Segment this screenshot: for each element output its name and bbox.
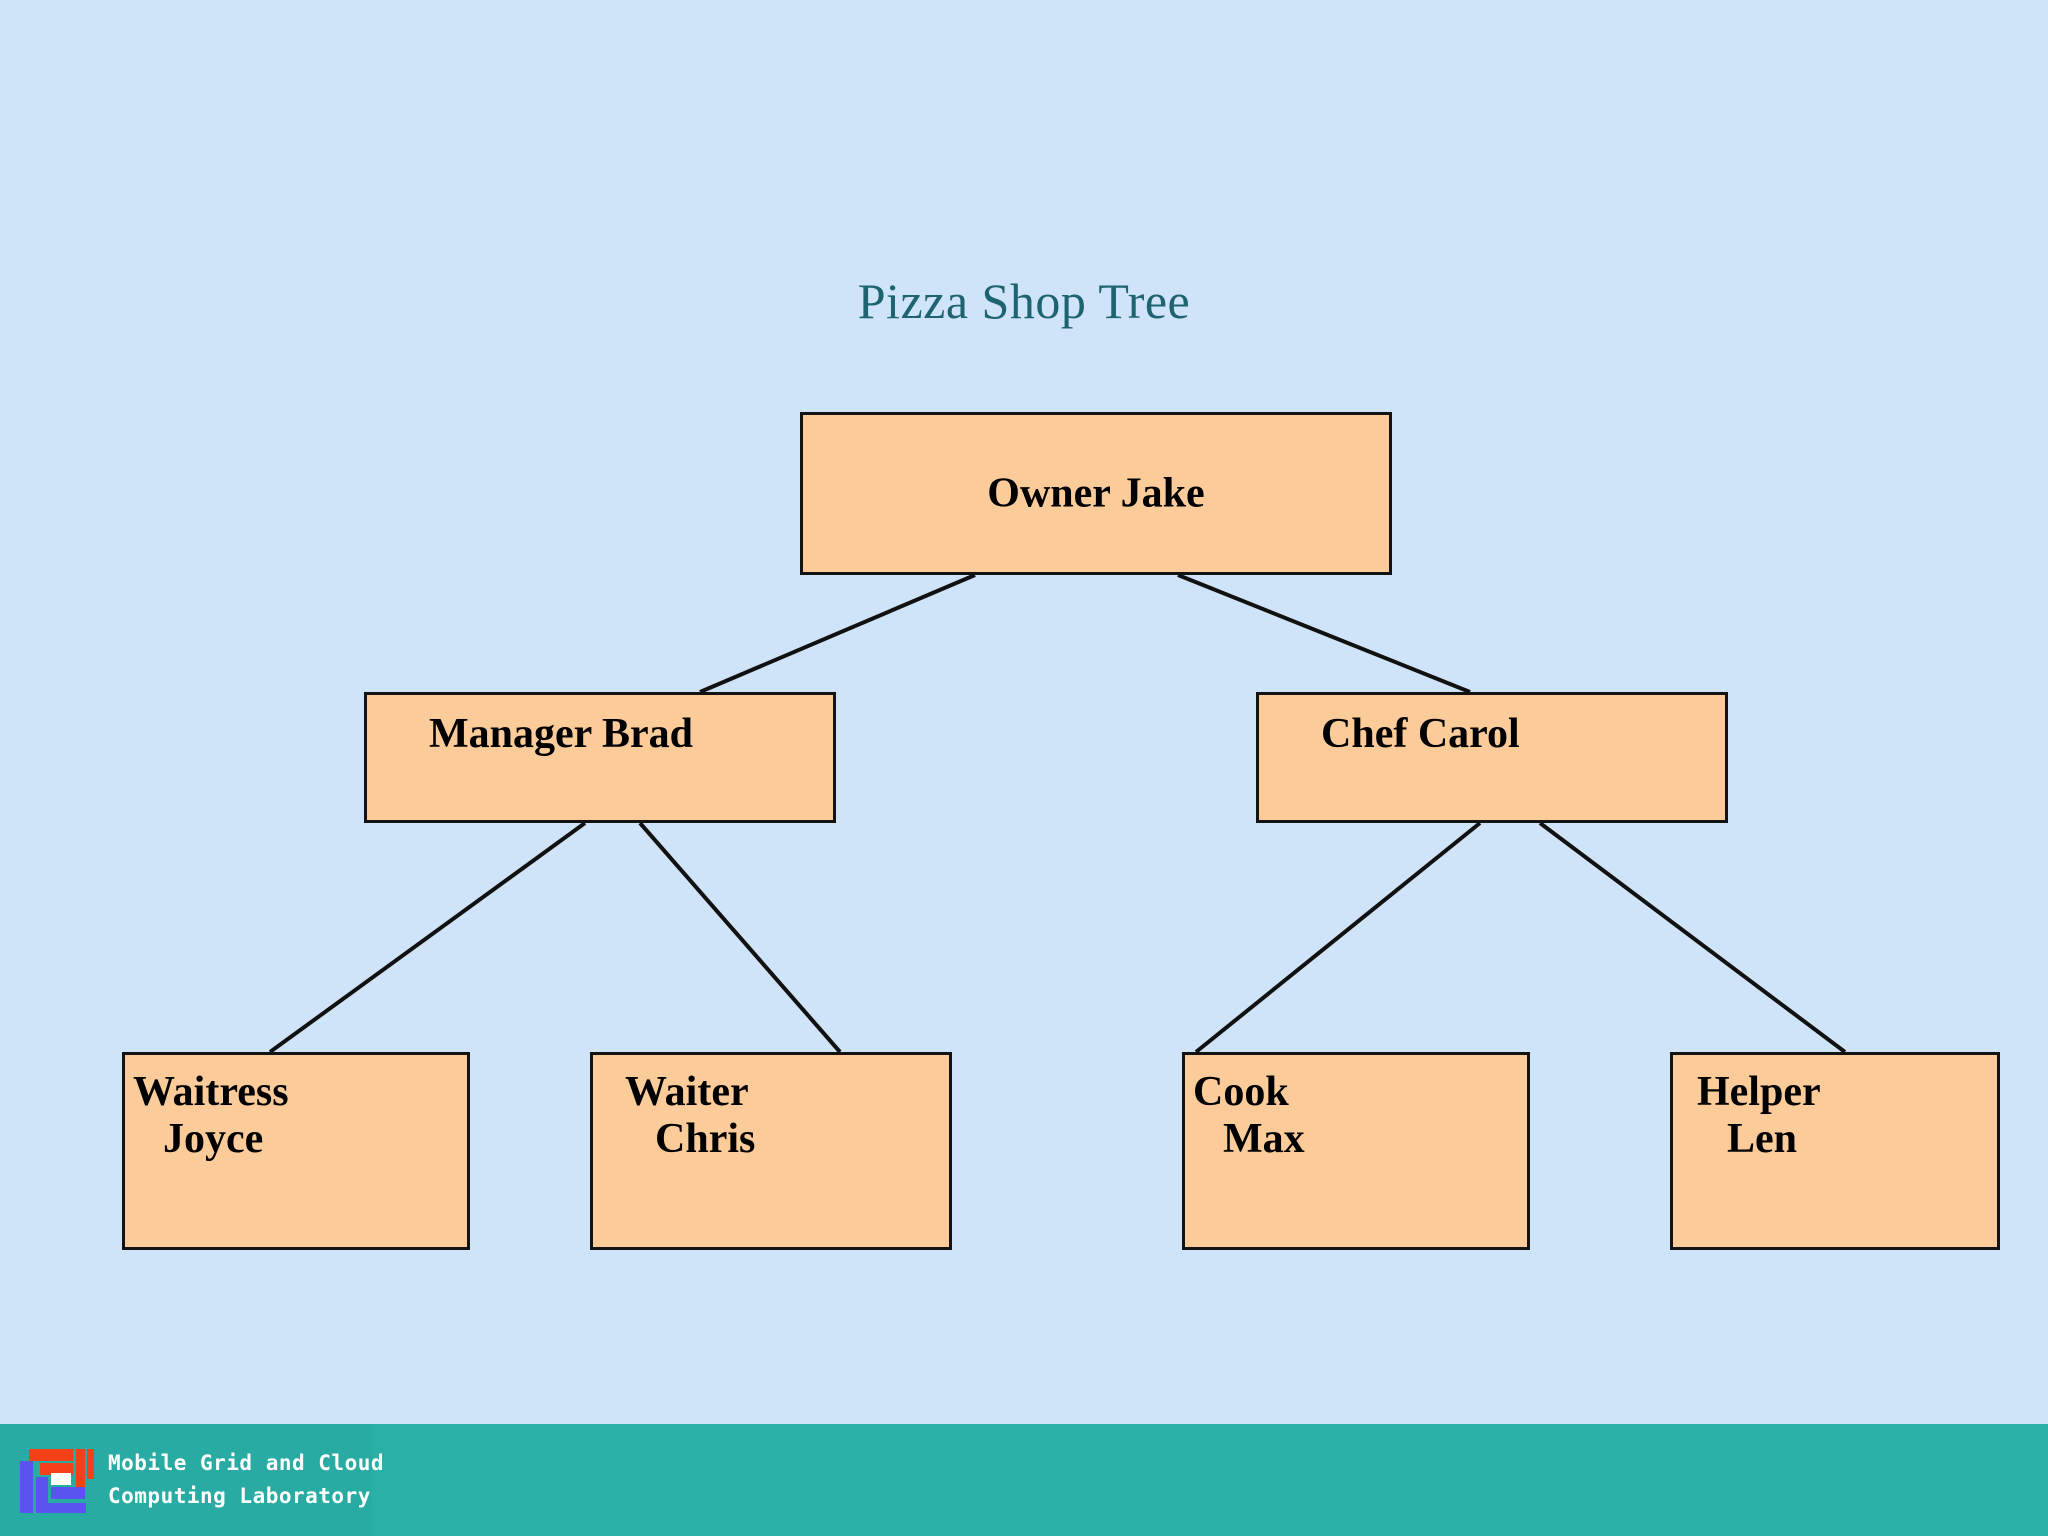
page-title: Pizza Shop Tree — [857, 273, 1191, 329]
tree-node-waitress-role: Waitress — [133, 1069, 289, 1115]
tree-node-waitress-name: Joyce — [163, 1116, 264, 1163]
tree-node-root-label: Owner Jake — [987, 469, 1205, 516]
edge-chef-cook — [1194, 821, 1482, 1054]
tree-node-waiter-name: Chris — [655, 1116, 756, 1163]
footer-lab-name: Mobile Grid and Cloud Computing Laborato… — [108, 1447, 384, 1512]
edge-manager-waitress — [268, 821, 587, 1054]
tree-node-chef-label: Chef Carol — [1321, 711, 1520, 757]
edge-root-chef — [1177, 573, 1471, 694]
tree-node-cook[interactable]: Cook Max — [1182, 1052, 1530, 1250]
tree-node-waiter[interactable]: Waiter Chris — [590, 1052, 952, 1250]
mobile-grid-cloud-logo-icon — [20, 1447, 94, 1513]
tree-node-root[interactable]: Owner Jake — [800, 412, 1392, 575]
tree-node-chef[interactable]: Chef Carol — [1256, 692, 1728, 823]
tree-node-cook-role: Cook — [1193, 1069, 1289, 1115]
tree-node-helper[interactable]: Helper Len — [1670, 1052, 2000, 1250]
tree-node-waiter-role: Waiter — [625, 1069, 749, 1115]
footer-line-2: Computing Laboratory — [108, 1484, 371, 1508]
footer-line-1: Mobile Grid and Cloud — [108, 1451, 385, 1476]
tree-node-manager[interactable]: Manager Brad — [364, 692, 836, 823]
tree-node-manager-label: Manager Brad — [429, 711, 694, 757]
footer-bar: Mobile Grid and Cloud Computing Laborato… — [0, 1424, 2048, 1536]
tree-node-cook-name: Max — [1223, 1116, 1305, 1163]
tree-node-helper-name: Len — [1727, 1116, 1798, 1163]
footer-logo-block: Mobile Grid and Cloud Computing Laborato… — [0, 1424, 384, 1536]
edge-manager-waiter — [638, 821, 842, 1054]
edge-chef-helper — [1538, 821, 1847, 1054]
edge-root-manager — [699, 573, 976, 694]
tree-node-helper-role: Helper — [1697, 1069, 1821, 1115]
tree-node-waitress[interactable]: Waitress Joyce — [122, 1052, 470, 1250]
